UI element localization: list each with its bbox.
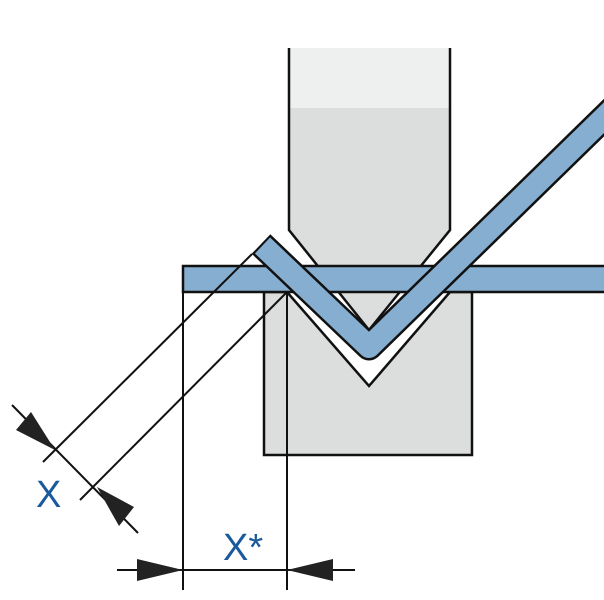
x-star-label: X* — [223, 527, 263, 569]
extension-lines — [42, 253, 288, 590]
arrow-icon — [97, 487, 134, 526]
x-label: X — [36, 474, 61, 516]
x-star-dimension — [117, 559, 355, 581]
flat-sheet — [181, 264, 604, 294]
arrow-icon — [287, 559, 333, 581]
arrow-icon — [16, 412, 55, 450]
x-dimension — [11, 404, 139, 534]
bent-sheet — [251, 98, 604, 361]
arrow-icon — [137, 559, 183, 581]
